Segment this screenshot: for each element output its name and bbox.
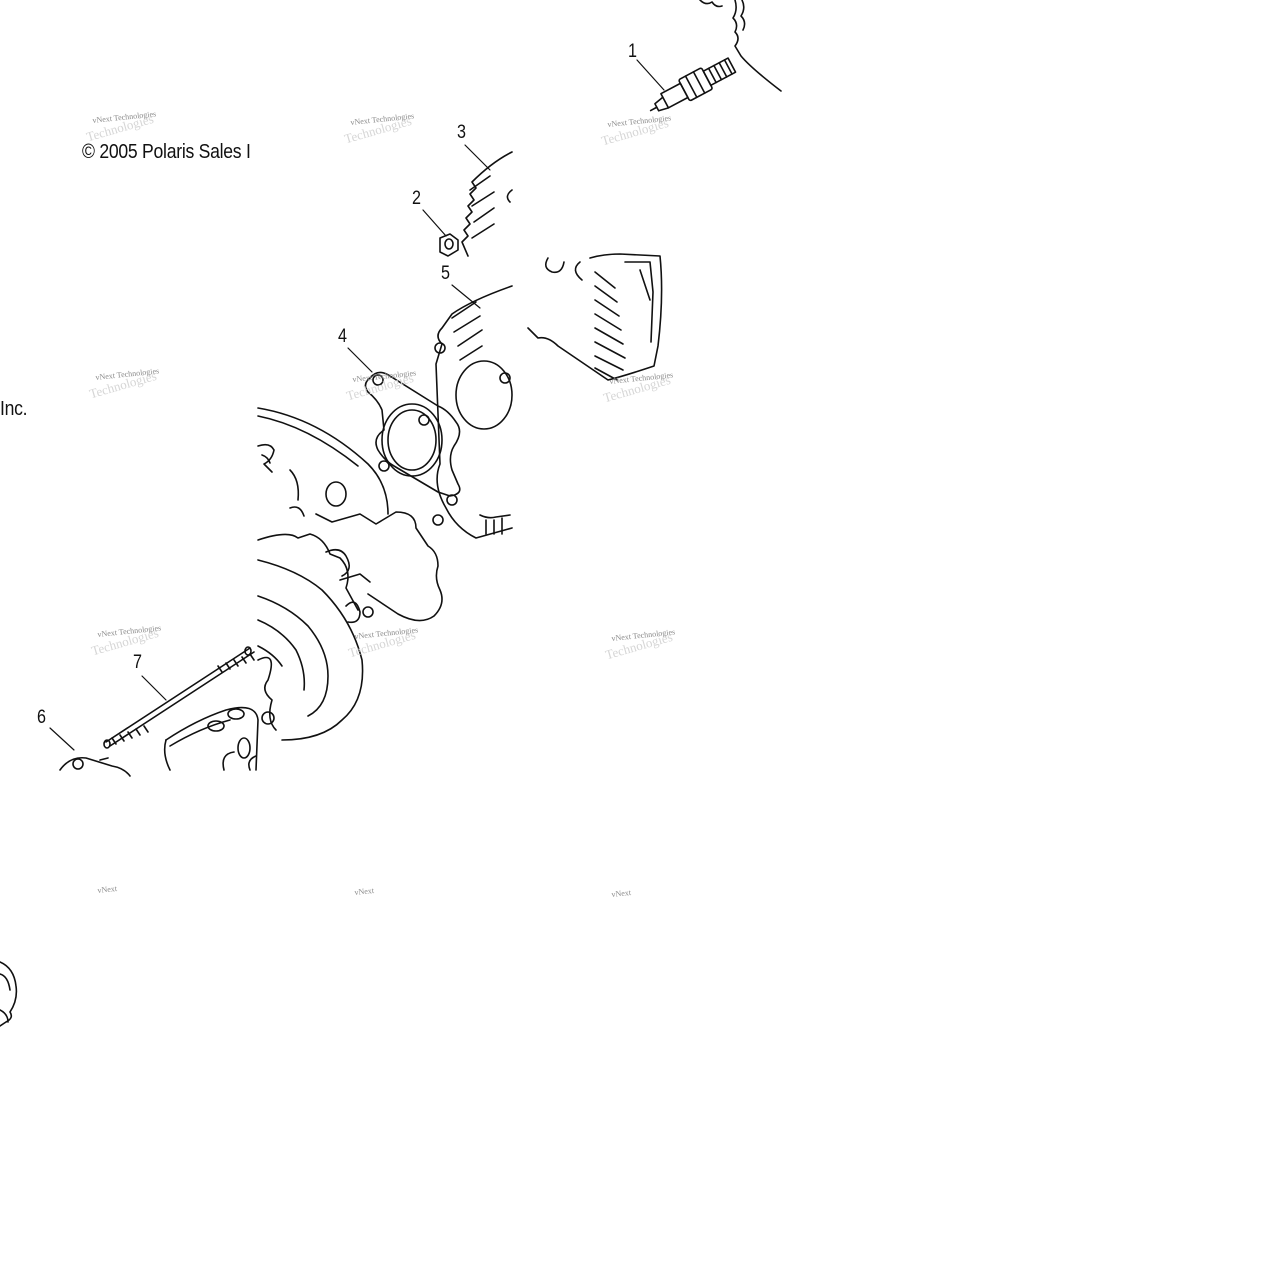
callout-number: 2 <box>412 188 421 209</box>
callout-number: 6 <box>37 707 46 728</box>
cylinder-head-part <box>461 144 663 381</box>
piston-part <box>163 706 259 771</box>
stud-bolt-part <box>103 646 255 749</box>
copyright-text-tail: Inc. <box>0 398 28 420</box>
callout-number: 7 <box>133 652 142 673</box>
callout-number: 3 <box>457 122 466 143</box>
copyright-text: © 2005 Polaris Sales I <box>82 141 251 163</box>
edge-partial-part <box>0 961 18 1027</box>
nut-part <box>422 209 459 257</box>
spark-plug-part <box>636 0 782 112</box>
head-gasket-part <box>347 347 461 506</box>
cylinder-part <box>432 284 513 539</box>
base-gasket-part <box>49 727 131 777</box>
callout-number: 4 <box>338 326 347 347</box>
callout-number: 1 <box>628 41 637 62</box>
crankcase-part <box>257 407 443 741</box>
callout-number: 5 <box>441 263 450 284</box>
